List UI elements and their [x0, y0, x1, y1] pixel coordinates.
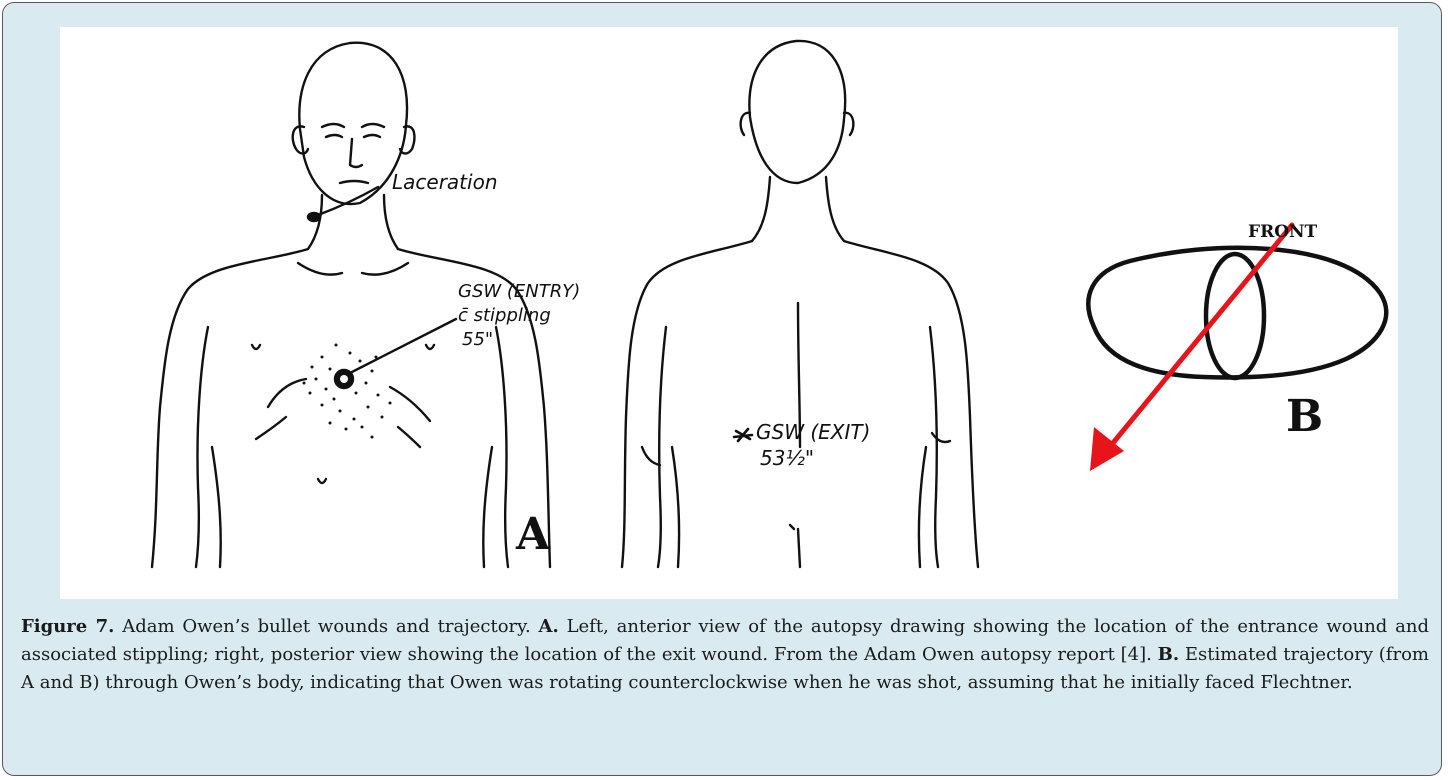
entry-label-line3: 55"	[462, 329, 493, 350]
exit-label-line2: 53½"	[760, 446, 814, 470]
exit-label-line1: GSW (EXIT)	[756, 420, 870, 444]
figure-label: Figure 7.	[21, 616, 114, 637]
caption-a-label: A.	[539, 616, 559, 637]
figure-caption: Figure 7. Adam Owen’s bullet wounds and …	[21, 613, 1429, 697]
trajectory-diagram	[1088, 248, 1386, 378]
posterior-body-drawing	[622, 41, 978, 567]
figure-image: Laceration GSW (ENTRY) c̄ stippling 55" …	[60, 27, 1398, 599]
caption-intro: Adam Owen’s bullet wounds and trajectory…	[114, 616, 538, 637]
front-label: FRONT	[1248, 222, 1318, 242]
panel-a-letter: A	[515, 509, 551, 560]
figure-drawing: Laceration GSW (ENTRY) c̄ stippling 55" …	[60, 27, 1398, 599]
caption-b-label: B.	[1158, 644, 1179, 665]
entry-label-line2: c̄ stippling	[458, 305, 551, 326]
laceration-label: Laceration	[392, 170, 498, 194]
panel-b-letter: B	[1286, 391, 1323, 442]
entry-label-line1: GSW (ENTRY)	[458, 281, 580, 302]
